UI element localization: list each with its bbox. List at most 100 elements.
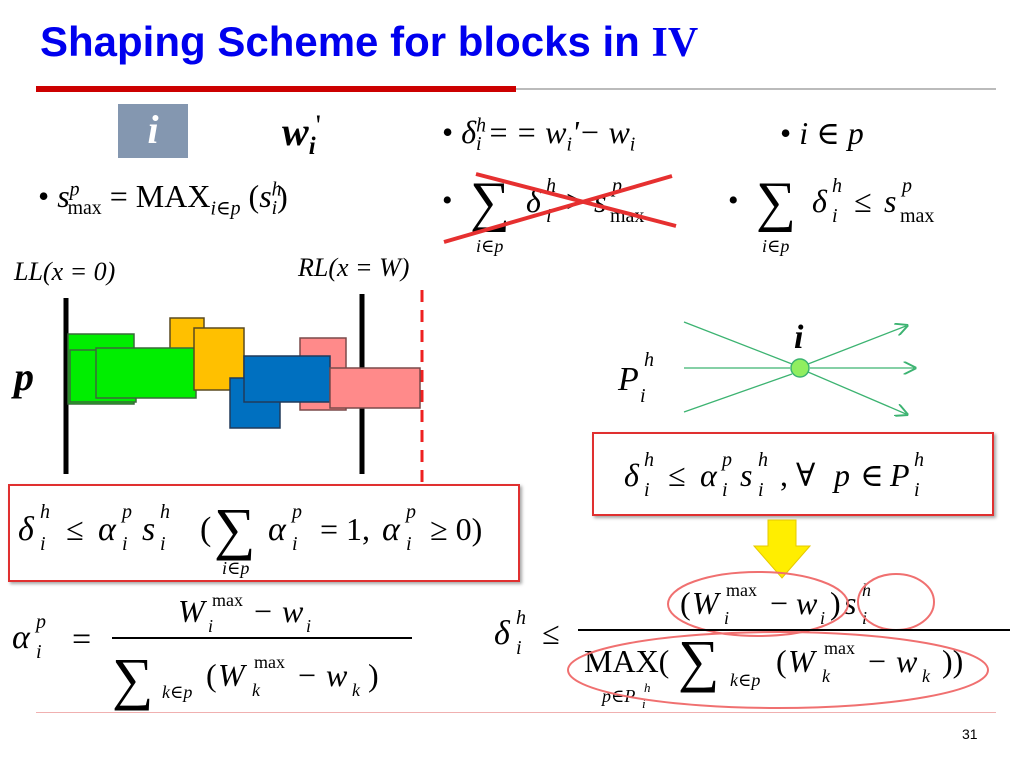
- svg-text:): ): [368, 657, 379, 693]
- svg-text:w: w: [896, 643, 918, 679]
- constraint-box-left: δ h i ≤ α p i s h i ( ∑ i∈p α p i = 1, α…: [8, 484, 520, 582]
- svg-text:α: α: [12, 619, 31, 656]
- i-label-box: i: [118, 104, 188, 158]
- svg-text:−: −: [770, 585, 788, 621]
- svg-text:s: s: [844, 585, 856, 621]
- smax-definition: • spmax = MAXi∈p (shi): [38, 178, 288, 220]
- svg-text:h: h: [516, 607, 526, 629]
- svg-text:(: (: [200, 511, 211, 548]
- svg-text:δ: δ: [494, 615, 511, 652]
- svg-text:i: i: [914, 479, 920, 501]
- svg-text:≤: ≤: [854, 183, 872, 219]
- block-blue-2: [243, 355, 331, 403]
- svg-text:i: i: [546, 205, 552, 227]
- svg-text:•: •: [728, 184, 739, 217]
- svg-text:h: h: [160, 501, 170, 523]
- svg-text:max: max: [212, 590, 243, 610]
- svg-text:∑: ∑: [112, 646, 153, 711]
- title-main: Shaping Scheme for blocks in: [40, 18, 640, 65]
- svg-text:∈: ∈: [860, 457, 884, 493]
- svg-text:i: i: [292, 533, 298, 555]
- svg-text:max: max: [726, 580, 757, 600]
- svg-text:i∈p: i∈p: [762, 236, 789, 256]
- sum-delta-leq-smax: • ∑ i∈p δ h i ≤ s p max: [728, 171, 934, 256]
- svg-text:p: p: [290, 501, 302, 523]
- svg-text:≥ 0): ≥ 0): [430, 511, 482, 547]
- svg-text:−: −: [298, 657, 316, 693]
- svg-text:≤: ≤: [668, 457, 686, 493]
- svg-text:i: i: [40, 533, 46, 555]
- svg-text:p: p: [34, 611, 46, 633]
- p-label: p: [11, 354, 34, 399]
- svg-text:k∈p: k∈p: [730, 670, 760, 690]
- svg-text:i∈p: i∈p: [222, 558, 249, 578]
- svg-text:i: i: [832, 205, 838, 227]
- svg-text:p: p: [120, 501, 132, 523]
- block-green-3: [95, 347, 197, 399]
- svg-text:≤: ≤: [66, 511, 84, 547]
- svg-text:i: i: [642, 696, 646, 711]
- svg-text:i: i: [516, 637, 522, 659]
- svg-text:h: h: [644, 680, 651, 695]
- svg-text:= 1,: = 1,: [320, 511, 370, 547]
- svg-text:p: p: [832, 457, 850, 493]
- svg-text:h: h: [914, 449, 924, 471]
- slide-title: Shaping Scheme for blocks in IV: [40, 18, 698, 67]
- svg-text:s: s: [142, 511, 155, 548]
- svg-text:p∈P: p∈P: [600, 686, 635, 706]
- svg-text:s: s: [740, 457, 752, 493]
- svg-text:h: h: [862, 580, 871, 600]
- svg-text:max: max: [900, 205, 934, 227]
- rl-label: RL(x = W): [297, 253, 409, 282]
- title-rule: [36, 86, 996, 92]
- svg-text:i: i: [644, 479, 650, 501]
- svg-text:h: h: [832, 175, 842, 197]
- svg-text:=: =: [72, 621, 91, 658]
- svg-text:(: (: [206, 657, 217, 693]
- crossed-out-condition: • ∑ i∈p δ h i > s p max: [442, 171, 677, 256]
- svg-text:MAX(: MAX(: [584, 643, 669, 679]
- svg-text:∑: ∑: [678, 628, 719, 693]
- svg-text:i: i: [406, 533, 412, 555]
- svg-text:w: w: [796, 585, 818, 621]
- page-number: 31: [962, 726, 978, 742]
- svg-text:w: w: [326, 657, 348, 693]
- svg-text:w: w: [282, 593, 304, 629]
- svg-text:i: i: [722, 479, 728, 501]
- svg-text:W: W: [692, 585, 722, 621]
- svg-text:−: −: [868, 643, 886, 679]
- svg-text:W: W: [178, 593, 208, 629]
- svg-text:h: h: [644, 349, 654, 371]
- node-diagram: P h i i: [617, 319, 930, 430]
- down-arrow-icon: [752, 519, 812, 579]
- svg-text:δ: δ: [624, 457, 640, 493]
- svg-text:(: (: [680, 585, 691, 621]
- svg-text:δ: δ: [18, 511, 35, 548]
- svg-text:s: s: [884, 183, 896, 219]
- svg-text:i: i: [160, 533, 166, 555]
- svg-text:, ∀: , ∀: [780, 457, 816, 493]
- svg-text:•: •: [442, 184, 453, 217]
- svg-text:W: W: [788, 643, 818, 679]
- svg-text:i: i: [820, 608, 825, 628]
- denominator-ellipse: [567, 631, 989, 709]
- svg-text:k: k: [822, 666, 831, 686]
- s-ellipse: [857, 573, 935, 631]
- svg-text:h: h: [758, 449, 768, 471]
- svg-text:p: p: [900, 175, 912, 197]
- svg-text:i: i: [122, 533, 128, 555]
- svg-text:h: h: [644, 449, 654, 471]
- node-i: [790, 358, 810, 378]
- svg-text:α: α: [268, 511, 287, 548]
- svg-text:α: α: [382, 511, 401, 548]
- svg-text:i: i: [640, 385, 646, 407]
- title-roman: IV: [651, 20, 699, 66]
- svg-text:p: p: [404, 501, 416, 523]
- node-i-label: i: [794, 319, 804, 356]
- svg-text:W: W: [218, 657, 248, 693]
- svg-text:p: p: [720, 449, 732, 471]
- membership-term: • i ∈ p: [780, 115, 864, 151]
- svg-text:max: max: [254, 652, 285, 672]
- svg-text:s: s: [594, 183, 606, 219]
- svg-text:i: i: [758, 479, 764, 501]
